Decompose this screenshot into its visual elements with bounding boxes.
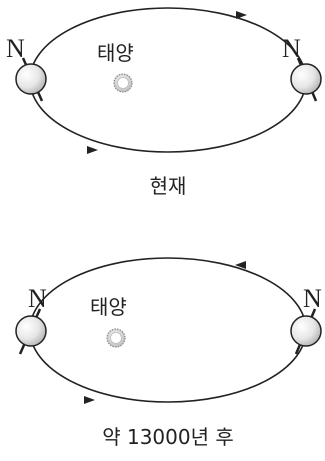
earth-right [291,58,321,101]
north-pole-label-left: N [6,34,25,63]
orbit-ellipse [30,258,306,402]
north-pole-label-right: N [282,34,301,63]
earth-right [291,309,321,354]
orbit-arrow-bottom [87,146,98,154]
diagram-future: 태양 N N 약 13000년 후 [16,258,322,449]
orbit-arrow-bottom [84,396,95,404]
sun [114,74,132,92]
earth-left [16,58,46,101]
north-pole-label-left: N [28,284,47,313]
diagram-present: 태양 N N 현재 [6,8,321,198]
orbit-arrow-top [236,11,247,19]
caption-future: 약 13000년 후 [102,425,234,449]
sun-label: 태양 [97,41,134,65]
north-pole-label-right: N [303,284,322,313]
sun-label: 태양 [90,295,127,319]
earth-left [16,309,46,354]
orbit-ellipse [30,8,306,152]
sun [107,329,125,347]
caption-present: 현재 [150,174,187,198]
